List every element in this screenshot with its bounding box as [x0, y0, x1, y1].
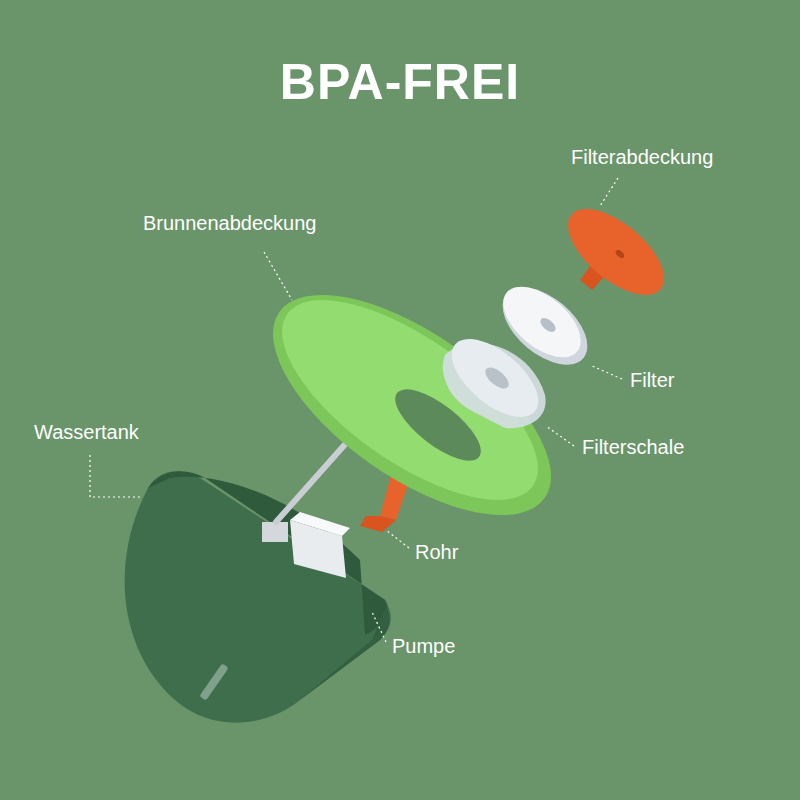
title: BPA-FREI [280, 53, 520, 111]
leader-line [264, 252, 292, 300]
filter-cover-hole [614, 248, 626, 259]
leader-line [90, 455, 140, 497]
tank-inner [148, 471, 387, 635]
part-label: Filterabdeckung [571, 146, 713, 169]
part-label: Pumpe [392, 635, 455, 658]
pipe-lower [360, 516, 396, 532]
filter-hole [538, 315, 558, 334]
filter-cover-disk [554, 193, 679, 310]
filter-edge [489, 272, 602, 379]
pump-cable [276, 432, 356, 522]
leader-line [592, 366, 622, 379]
filter-disk [491, 273, 594, 370]
leader-lines [90, 178, 622, 642]
bowl-center [482, 364, 512, 393]
level-window [199, 663, 228, 700]
part-label: Brunnenabdeckung [143, 212, 316, 235]
pump-clip [262, 522, 288, 542]
tank-edge [300, 606, 389, 700]
pump-top [290, 512, 350, 536]
leader-line [386, 530, 409, 548]
filter [489, 272, 602, 379]
tank-body [125, 471, 391, 723]
part-label: Rohr [415, 541, 458, 564]
leader-line [546, 426, 574, 446]
pump [262, 432, 356, 578]
leader-line [600, 178, 618, 206]
part-label: Filterschale [582, 436, 684, 459]
part-label: Filter [630, 369, 674, 392]
leader-line [372, 612, 386, 642]
part-label: Wassertank [34, 421, 139, 444]
filter-cover [554, 193, 679, 310]
water-tank [125, 471, 391, 723]
